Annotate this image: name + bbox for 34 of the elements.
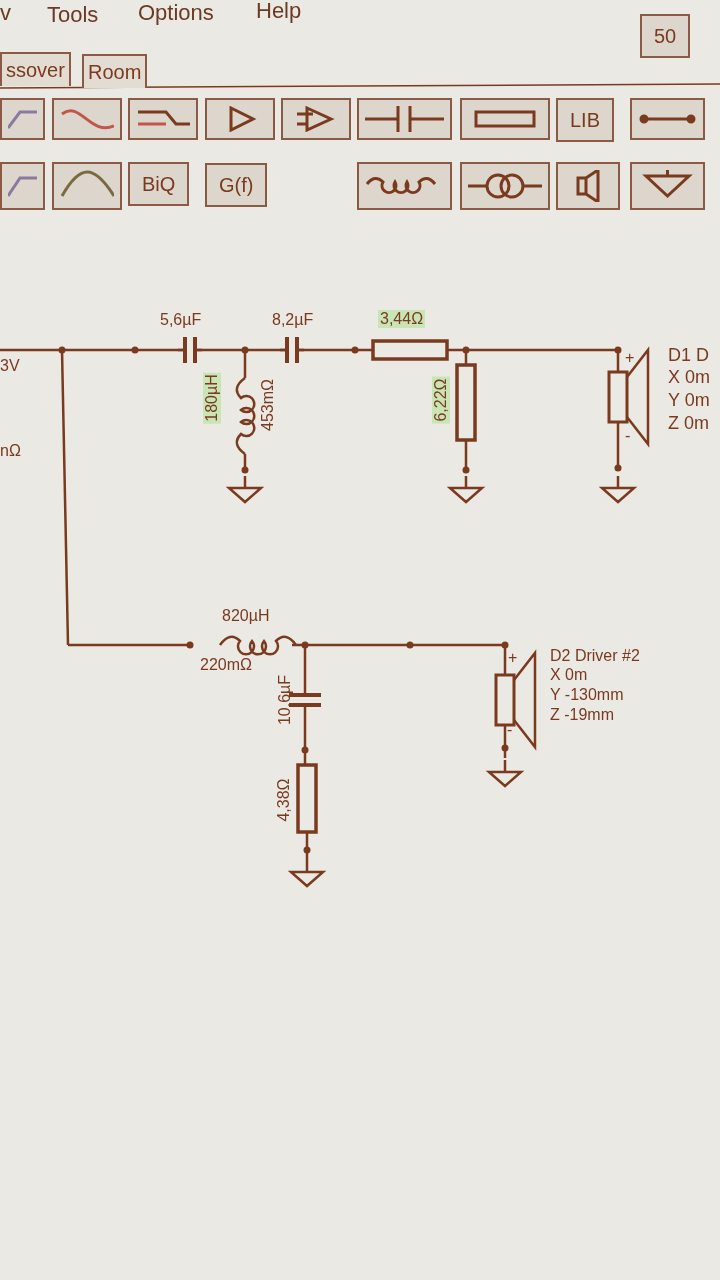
schematic-label: 4,38Ω bbox=[276, 778, 292, 822]
toolbar-button: G(f) bbox=[205, 163, 268, 207]
schematic-label: + bbox=[625, 350, 635, 366]
schematic-label: 5,6µF bbox=[160, 312, 202, 328]
schematic-label: X 0m bbox=[550, 667, 588, 683]
schematic-label: Z 0m bbox=[668, 414, 709, 432]
component-value: 6,22Ω bbox=[432, 376, 450, 424]
schematic-label: Z -19mm bbox=[550, 707, 614, 723]
schematic-label: D2 Driver #2 bbox=[550, 648, 640, 664]
schematic-label: 453mΩ bbox=[260, 379, 276, 431]
component-value: 180µH bbox=[203, 372, 221, 424]
schematic-label: 820µH bbox=[222, 608, 270, 624]
menu-item: v bbox=[0, 2, 11, 24]
schematic-label: - bbox=[625, 428, 631, 444]
schematic-label: X 0m bbox=[668, 368, 710, 386]
component-value: 3,44Ω bbox=[378, 310, 426, 328]
schematic-label: Y -130mm bbox=[550, 687, 624, 703]
toolbar-button: BiQ bbox=[128, 162, 190, 206]
schematic-label: nΩ bbox=[0, 443, 21, 459]
menu-item: Help bbox=[256, 0, 302, 22]
schematic-label: 220mΩ bbox=[200, 657, 252, 673]
schematic-label: + bbox=[508, 650, 518, 666]
toolbar-button: LIB bbox=[556, 98, 615, 142]
schematic-label: D1 D bbox=[668, 346, 709, 364]
toolbar-button: 50 bbox=[640, 14, 691, 58]
schematic-label: 3V bbox=[0, 358, 20, 374]
schematic-label: - bbox=[507, 722, 513, 738]
tab: Room bbox=[82, 54, 148, 88]
menu-item: Options bbox=[138, 2, 214, 24]
schematic-label: Y 0m bbox=[668, 391, 710, 409]
tab: ssover bbox=[0, 52, 71, 86]
schematic-label: 8,2µF bbox=[272, 312, 314, 328]
menu-item: Tools bbox=[47, 4, 99, 26]
schematic-label: 10,6µF bbox=[277, 674, 293, 726]
